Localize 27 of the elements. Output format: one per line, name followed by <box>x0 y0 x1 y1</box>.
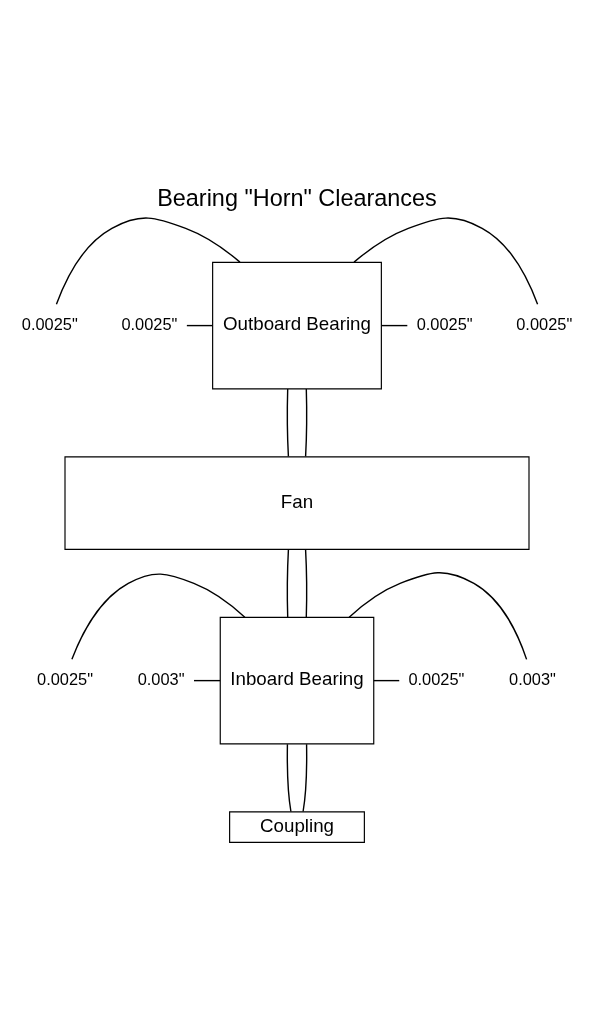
node-box: Outboard Bearing <box>212 261 382 389</box>
connector <box>71 572 246 660</box>
node-text: 0.0025" <box>408 669 465 688</box>
connector <box>286 387 290 457</box>
node-text: 0.0025" <box>516 314 573 333</box>
connector <box>304 548 308 618</box>
connector <box>193 679 221 681</box>
connector <box>286 742 292 812</box>
node-text: 0.003" <box>137 669 185 688</box>
connector <box>55 216 241 305</box>
node-box: Coupling <box>229 810 365 843</box>
connector <box>286 548 290 618</box>
node-box: Fan <box>64 455 530 550</box>
connector <box>348 571 528 660</box>
connector <box>353 216 539 305</box>
connector <box>304 387 308 457</box>
diagram-title: Bearing "Horn" Clearances <box>157 184 437 211</box>
node-text: 0.0025" <box>37 669 93 688</box>
connector <box>186 324 213 326</box>
node-text: 0.003" <box>509 669 556 688</box>
node-box: Inboard Bearing <box>219 616 375 744</box>
connector <box>302 742 308 812</box>
node-text: 0.0025" <box>416 314 473 333</box>
connector <box>373 679 400 681</box>
connector <box>381 324 409 326</box>
node-text: 0.0025" <box>21 314 78 333</box>
node-text: 0.0025" <box>121 314 178 333</box>
